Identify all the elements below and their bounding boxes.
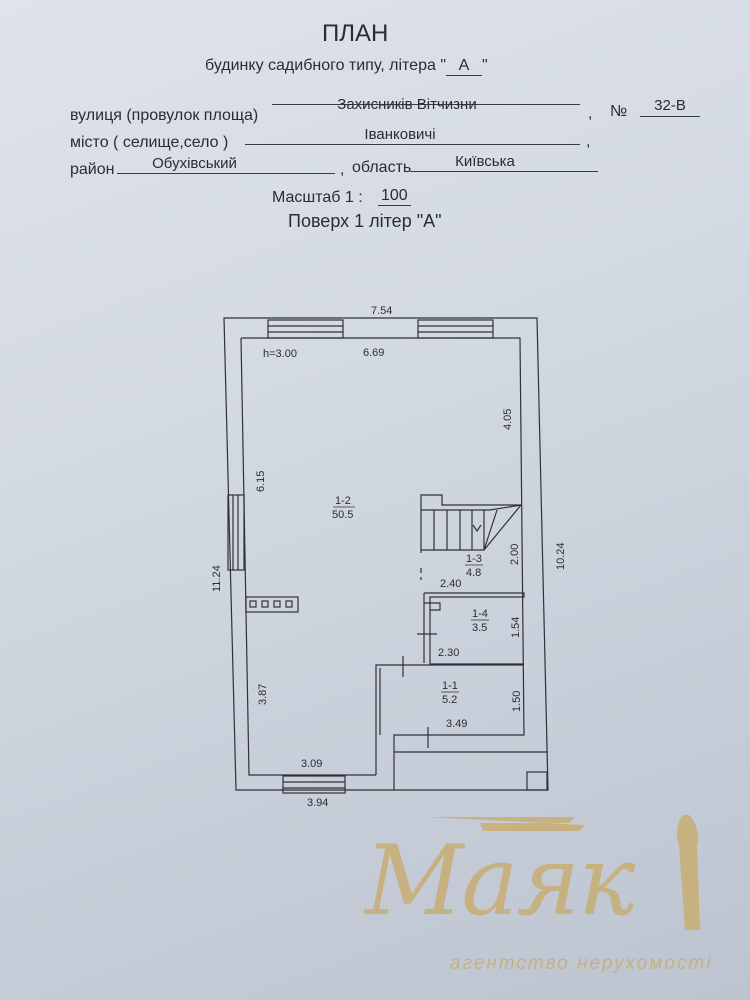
street-line (272, 104, 580, 105)
street-value: Захисників Вітчизни (337, 96, 477, 113)
city-label: місто ( селище,село ) (70, 134, 229, 151)
lighthouse-icon (425, 815, 700, 930)
wall-1-4 (423, 592, 525, 665)
room-1-4-id: 1-4 (472, 608, 488, 620)
region-value: Київська (455, 153, 515, 170)
district-label: район (70, 161, 115, 178)
bottom-right-box (526, 771, 548, 791)
watermark-logo: Маяк агентство нерухомості (355, 805, 725, 980)
window-top-left (267, 319, 344, 339)
wall-1-1 (375, 664, 524, 775)
room-1-2-id: 1-2 (335, 495, 351, 507)
watermark-tagline: агентство нерухомості (450, 953, 713, 974)
scale-value: 100 (378, 187, 411, 206)
dim-inner-bottom: 3.09 (301, 758, 322, 770)
street-label: вулиця (провулок площа) (70, 107, 259, 124)
window-bottom (282, 775, 346, 794)
dim-left-upper: 6.15 (255, 471, 267, 492)
building-type: будинку садибного типу, літера "А" (205, 57, 488, 76)
dim-right-upper: 4.05 (502, 409, 514, 430)
dim-inner-top: 6.69 (363, 347, 384, 359)
number-line (640, 116, 700, 117)
dim-outer-top: 7.54 (371, 305, 392, 317)
comma: , (588, 105, 593, 122)
dim-r14-width: 2.30 (438, 647, 459, 659)
district-line (117, 173, 335, 174)
dim-left-lower: 3.87 (257, 684, 269, 705)
dim-height: h=3.00 (263, 348, 297, 360)
dim-outer-right: 10.24 (555, 542, 567, 570)
region-line (410, 171, 598, 172)
dim-outer-left: 11.24 (211, 565, 223, 592)
litera-value: А (446, 57, 482, 76)
floor-title: Поверх 1 літер "А" (288, 211, 442, 231)
chimney (245, 596, 299, 613)
inner-wall (240, 337, 548, 790)
district-value: Обухівський (152, 155, 237, 172)
dim-r11-width: 3.49 (446, 718, 467, 730)
room-1-1-id: 1-1 (442, 680, 458, 692)
litera-quote: " (482, 57, 488, 74)
city-line (245, 144, 580, 145)
building-type-label: будинку садибного типу, літера " (205, 57, 446, 74)
dim-r11-height: 1.50 (511, 691, 523, 712)
scale-label: Масштаб 1 : (272, 189, 363, 206)
dim-r14-height: 1.54 (510, 617, 522, 638)
room-1-3-area: 4.8 (466, 567, 481, 579)
outer-wall (223, 317, 549, 791)
staircase (420, 494, 522, 580)
window-left (227, 494, 245, 571)
dim-outer-bottom: 3.94 (307, 797, 328, 809)
room-1-4-area: 3.5 (472, 622, 487, 634)
comma: , (340, 161, 345, 178)
number-value: 32-В (654, 97, 686, 114)
door-marks (402, 633, 437, 748)
watermark-brand: Маяк (365, 825, 635, 937)
dim-stair-width: 2.40 (440, 578, 461, 590)
room-1-3-id: 1-3 (466, 553, 482, 565)
number-label: № (610, 103, 628, 120)
window-top-right (417, 319, 494, 339)
city-value: Іванковичі (364, 126, 436, 143)
room-1-1-area: 5.2 (442, 694, 457, 706)
plan-title: ПЛАН (322, 20, 389, 47)
comma: , (586, 133, 591, 150)
dim-stair-height: 2.00 (509, 544, 521, 565)
room-1-2-area: 50.5 (332, 509, 353, 521)
region-label: область (352, 159, 412, 176)
